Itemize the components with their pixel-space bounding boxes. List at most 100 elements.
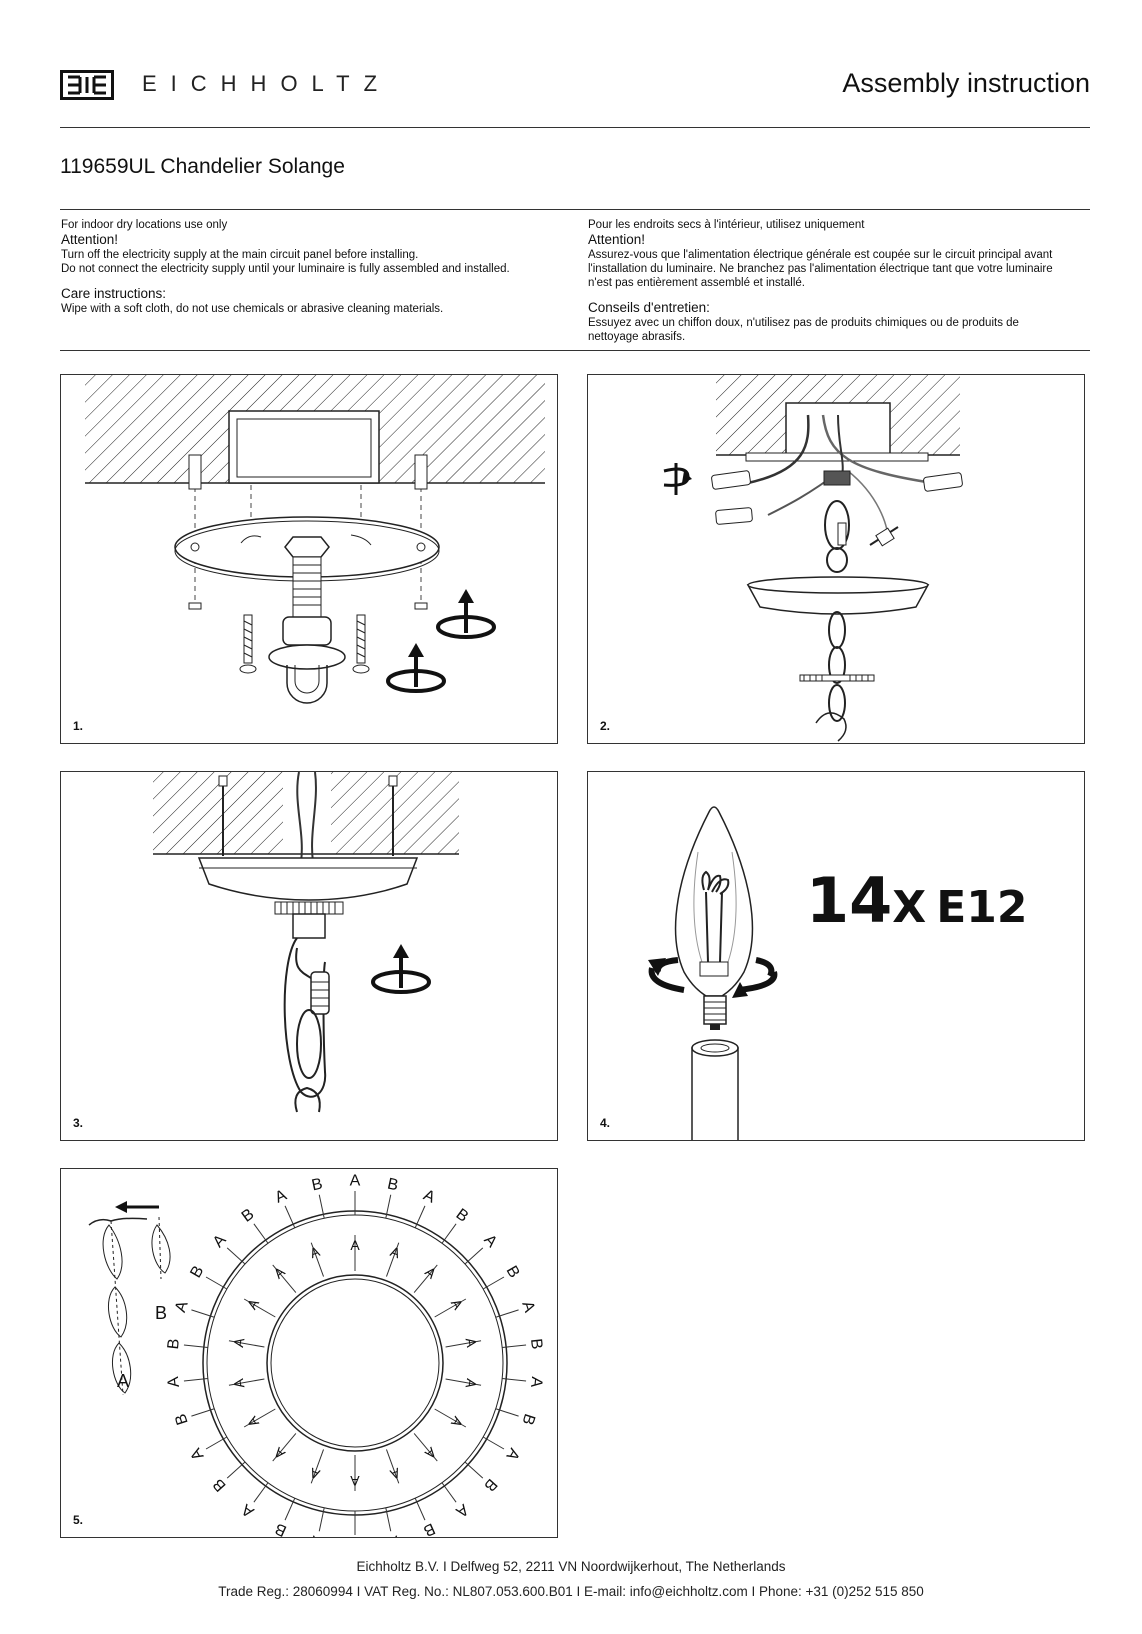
crystal-position-label: A: [244, 1295, 263, 1312]
crystal-string: [191, 1309, 215, 1318]
crystal-position-label: A: [210, 1231, 230, 1251]
crystal-string: [284, 1205, 296, 1228]
crystal-string: [464, 1247, 484, 1265]
crystal-position-label: A: [187, 1445, 207, 1463]
step-number: 5.: [73, 1513, 84, 1527]
step-number: 1.: [73, 719, 84, 733]
care-text-fr-1: Essuyez avec un chiffon doux, n'utilisez…: [588, 317, 1019, 329]
attention-text-1: Turn off the electricity supply at the m…: [61, 249, 419, 261]
notes-french: Pour les endroits secs à l'intérieur, ut…: [588, 218, 1068, 344]
crystal-string: [413, 1433, 438, 1462]
crystal-string: [272, 1264, 297, 1293]
step-3-panel: 3.: [60, 771, 558, 1141]
crystal-string: [243, 1408, 276, 1428]
crystal-position-label: A: [238, 1500, 257, 1520]
crystal-string: [318, 1507, 325, 1532]
crystal-string: [272, 1433, 297, 1462]
footer-address: Eichholtz B.V. I Delfweg 52, 2211 VN Noo…: [356, 1559, 786, 1574]
crystal-string: [226, 1461, 246, 1479]
crystal-position-label: B: [453, 1206, 472, 1226]
crystal-string: [413, 1264, 438, 1293]
crystal-position-label: A: [388, 1243, 403, 1261]
crystal-position-label: B: [386, 1176, 400, 1195]
crystal-string: [318, 1194, 325, 1219]
care-text-1: Wipe with a soft cloth, do not use chemi…: [61, 303, 444, 315]
step-2-panel: 2.: [587, 374, 1085, 744]
crystal-position-label: A: [388, 1465, 403, 1483]
canopy-fixing-illustration: [153, 772, 459, 1113]
crystal-position-label: B: [273, 1519, 290, 1538]
crystal-string: [310, 1242, 325, 1277]
crystal-string: [253, 1223, 269, 1244]
eichholtz-logo-mark: [60, 70, 114, 105]
crystal-string: [253, 1482, 269, 1503]
crystal-position-label: A: [350, 1237, 360, 1253]
document-title: Assembly instruction: [842, 68, 1090, 98]
crystal-string: [464, 1461, 484, 1479]
attention-heading: Attention!: [61, 232, 119, 247]
crystal-position-label: A: [480, 1232, 500, 1252]
crystal-position-label: A: [527, 1376, 545, 1389]
indoor-note: For indoor dry locations use only: [61, 219, 228, 231]
crystal-position-label: A: [273, 1187, 290, 1207]
crystal-ring: ABABABABABABABABABABABABABABABAAAAAAAAAA…: [165, 1173, 545, 1539]
crystal-position-label: B: [239, 1206, 258, 1226]
product-title: 119659UL Chandelier Solange: [60, 155, 345, 178]
crystal-string: [226, 1247, 246, 1265]
notes-english: For indoor dry locations use only Attent…: [61, 218, 561, 316]
header-divider: [60, 127, 1090, 128]
crystal-string: [414, 1205, 426, 1228]
crystal-string: [191, 1408, 215, 1417]
crystal-position-label: B: [503, 1263, 523, 1281]
crystal-position-label: B: [172, 1412, 191, 1427]
crystal-string: [495, 1309, 519, 1318]
crystal-position-label: B: [527, 1338, 545, 1350]
crystal-position-label: A: [448, 1414, 467, 1431]
crystal-string: [434, 1298, 467, 1318]
crystal-position-label: A: [230, 1377, 247, 1390]
bulb-installation-illustration: [648, 806, 778, 1140]
crystal-position-label: A: [518, 1299, 538, 1315]
crystal-string: [183, 1344, 208, 1349]
crystal-position-label: B: [480, 1475, 500, 1494]
crystal-position-label: A: [310, 1532, 324, 1538]
crystal-position-label: B: [518, 1412, 537, 1427]
brand-name: EICHHOLTZ: [142, 71, 392, 96]
crystal-position-label: B: [310, 1176, 324, 1195]
crystal-string: [495, 1408, 519, 1417]
care-heading-fr: Conseils d'entretien:: [588, 300, 710, 315]
crystal-position-label: A: [350, 1173, 361, 1190]
footer-registration: Trade Reg.: 28060994 I VAT Reg. No.: NL8…: [218, 1584, 924, 1599]
crystal-string: [205, 1436, 228, 1450]
attention-text-fr-2: l'installation du luminaire. Ne branchez…: [588, 263, 1053, 275]
crystal-position-label: A: [463, 1337, 480, 1350]
ceiling-plate-mounting-illustration: [85, 375, 545, 704]
step-1-panel: 1.: [60, 374, 558, 744]
crystal-position-label: B: [210, 1475, 230, 1494]
crystal-position-label: A: [462, 1378, 479, 1391]
crystal-string: [228, 1378, 265, 1386]
crystal-string: [228, 1340, 265, 1348]
crystal-position-label: A: [350, 1473, 360, 1489]
attention-text-fr-1: Assurez-vous que l'alimentation électriq…: [588, 249, 1053, 261]
care-heading: Care instructions:: [61, 286, 167, 301]
crystal-string: [482, 1276, 505, 1290]
crystal-position-label: A: [230, 1336, 247, 1349]
crystal-position-label: A: [452, 1500, 471, 1520]
crystal-position-label: B: [421, 1519, 438, 1538]
crystal-position-label: B: [350, 1537, 361, 1539]
crystal-string: [385, 1507, 392, 1532]
crystal-string: [441, 1482, 457, 1503]
crystal-position-label: A: [448, 1296, 467, 1313]
crystal-string: [385, 1242, 400, 1277]
crystal-string: [502, 1344, 527, 1349]
title-divider: [60, 209, 1090, 210]
step-5-panel: B A ABABABABABABABABABABABABABABABAAAAAA…: [60, 1168, 558, 1538]
crystal-string: [434, 1408, 467, 1428]
crystal-position-label: A: [502, 1445, 522, 1463]
notes-divider: [60, 350, 1090, 351]
crystal-string: [310, 1449, 325, 1484]
step-number: 4.: [600, 1116, 611, 1130]
wiring-connection-illustration: [663, 375, 963, 742]
